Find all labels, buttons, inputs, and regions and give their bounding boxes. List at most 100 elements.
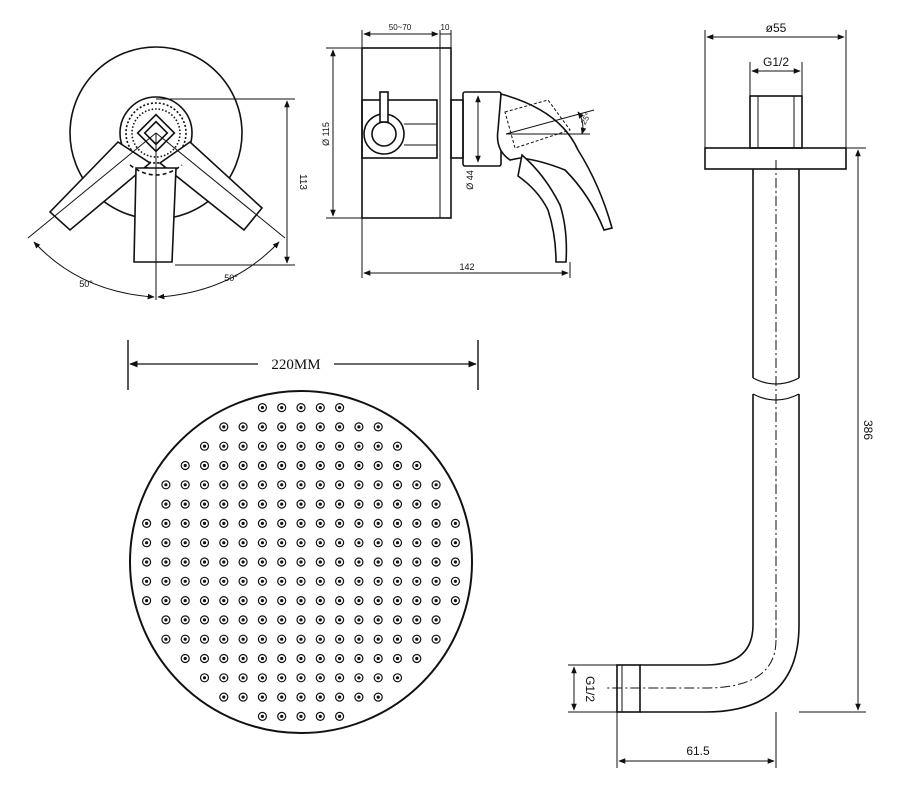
nozzle-hole: [338, 579, 342, 583]
mixer-side-view: [326, 30, 613, 278]
shower-arm-view: [568, 30, 866, 768]
nozzle-hole: [299, 618, 303, 622]
nozzle-hole: [280, 463, 284, 468]
side-length-label: 142: [459, 262, 474, 272]
nozzle-hole: [395, 444, 400, 448]
nozzle-hole: [376, 502, 380, 506]
nozzle-hole: [415, 560, 419, 564]
nozzle-hole: [318, 502, 322, 506]
nozzle-hole: [318, 483, 322, 487]
nozzle-hole: [357, 541, 361, 545]
nozzle-hole: [453, 579, 457, 583]
nozzle-hole: [415, 599, 419, 603]
nozzle-hole: [241, 695, 245, 699]
nozzle-hole: [164, 483, 168, 487]
nozzle-hole: [299, 695, 303, 699]
nozzle-hole: [202, 560, 207, 564]
nozzle-hole: [164, 618, 168, 622]
nozzle-hole: [183, 483, 187, 487]
nozzle-hole: [299, 483, 303, 487]
nozzle-hole: [164, 637, 168, 641]
nozzle-hole: [395, 502, 400, 506]
nozzle-hole: [318, 521, 322, 526]
nozzle-hole: [415, 483, 419, 487]
lever-grip: [504, 99, 571, 149]
nozzle-hole: [260, 579, 264, 583]
cartridge-inner: [125, 102, 187, 164]
nozzle-hole: [338, 483, 342, 487]
nozzle-hole: [376, 463, 380, 468]
nozzle-hole: [299, 541, 303, 545]
head-diameter-label: 220MM: [271, 357, 320, 373]
nozzle-hole: [376, 579, 380, 583]
nozzle-hole: [395, 521, 400, 526]
nozzle-hole: [415, 541, 419, 545]
nozzle-hole: [202, 463, 207, 468]
nozzle-hole: [183, 579, 187, 583]
nozzle-hole: [318, 463, 322, 468]
nozzle-hole: [222, 695, 226, 699]
nozzle-hole: [357, 637, 361, 641]
handle-left: [48, 140, 152, 232]
nozzle-hole: [280, 695, 284, 699]
nozzle-hole: [299, 714, 303, 719]
nozzle-hole: [202, 444, 207, 448]
nozzle-hole: [318, 637, 322, 641]
nozzle-hole: [376, 656, 380, 661]
nozzle-hole: [222, 425, 226, 429]
nozzle-hole: [222, 656, 226, 661]
nozzle-hole: [434, 579, 438, 583]
top-thread-fitting: [749, 95, 803, 149]
nozzle-hole: [280, 637, 284, 641]
nozzle-hole: [202, 618, 207, 622]
nozzle-hole: [434, 637, 438, 641]
nozzle-hole: [299, 425, 303, 429]
nozzle-hole: [222, 463, 226, 468]
tilt-arc: [577, 111, 587, 135]
nozzle-hole: [338, 676, 342, 680]
nozzle-hole: [260, 714, 264, 719]
nozzle-hole: [338, 444, 342, 448]
nozzle-hole: [395, 463, 400, 468]
nozzle-hole: [318, 579, 322, 583]
nozzle-hole: [260, 502, 264, 506]
nozzle-hole: [434, 541, 438, 545]
nozzle-hole: [241, 483, 245, 487]
nozzle-hole: [453, 541, 457, 545]
nozzle-hole: [395, 676, 400, 680]
nozzle-hole: [222, 676, 226, 680]
nozzle-hole: [415, 521, 419, 526]
nozzle-hole: [260, 541, 264, 545]
nozzle-hole: [299, 599, 303, 603]
nozzle-hole: [338, 406, 342, 410]
nozzle-hole: [241, 579, 245, 583]
nozzle-hole: [357, 695, 361, 699]
nozzle-hole: [338, 560, 342, 564]
nozzle-hole: [434, 599, 438, 603]
nozzle-hole: [241, 618, 245, 622]
nozzle-hole: [183, 541, 187, 545]
nozzle-hole: [434, 483, 438, 487]
nozzle-hole: [299, 579, 303, 583]
nozzle-hole: [183, 618, 187, 622]
nozzle-hole: [202, 637, 207, 641]
nozzle-hole: [357, 463, 361, 468]
cartridge-square: [136, 113, 176, 153]
nozzle-hole: [318, 406, 322, 410]
nozzle-hole: [338, 502, 342, 506]
nozzle-hole: [357, 502, 361, 506]
nozzle-hole: [318, 599, 322, 603]
handle-center: [133, 167, 177, 263]
nozzle-hole: [241, 502, 245, 506]
nozzle-hole: [357, 425, 361, 429]
nozzle-hole: [260, 560, 264, 564]
nozzle-hole: [357, 560, 361, 564]
nozzle-hole: [241, 425, 245, 429]
angle-arc-left: [33, 241, 155, 300]
nozzle-hole: [338, 695, 342, 699]
nozzle-hole: [202, 656, 207, 661]
nozzle-hole: [241, 560, 245, 564]
nozzle-hole: [395, 656, 400, 661]
nozzle-hole: [183, 656, 187, 661]
nozzle-hole: [395, 637, 400, 641]
